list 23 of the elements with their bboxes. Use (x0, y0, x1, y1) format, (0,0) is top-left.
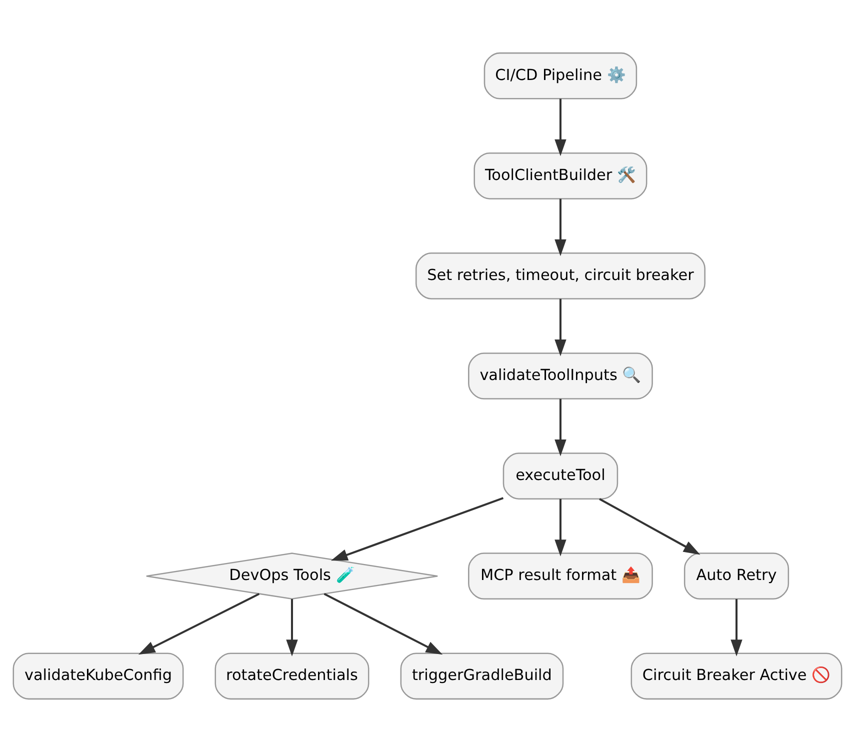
arrow (330, 497, 504, 561)
arrow (286, 599, 298, 656)
arrow (324, 593, 443, 655)
arrow (554, 98, 566, 156)
node-box: Circuit Breaker Active 🚫 (630, 652, 842, 700)
arrow (554, 298, 566, 356)
node-box: ToolClientBuilder 🛠 (474, 152, 648, 200)
node-box: triggerGradleBuild (400, 652, 564, 700)
node-box: validateKubeConfig (12, 652, 184, 700)
arrow (730, 599, 742, 656)
arrow (554, 198, 566, 256)
arrow (599, 498, 700, 555)
arrow (554, 398, 566, 456)
node-box: rotateCredentials (214, 652, 370, 700)
node-box: Set retries, timeout, circuit breaker (415, 252, 706, 300)
node-box: validateToolInputs 🔍 (468, 352, 653, 400)
node-box: Auto Retry (684, 552, 790, 600)
arrow (138, 593, 260, 655)
node-diamond: DevOps Tools 🧪 (146, 552, 438, 600)
node-box: CI/CD Pipeline ⚙ (484, 52, 638, 100)
node-box: MCP result format 📤 (468, 552, 653, 600)
arrow (554, 498, 566, 556)
node-box: executeTool (502, 452, 618, 500)
